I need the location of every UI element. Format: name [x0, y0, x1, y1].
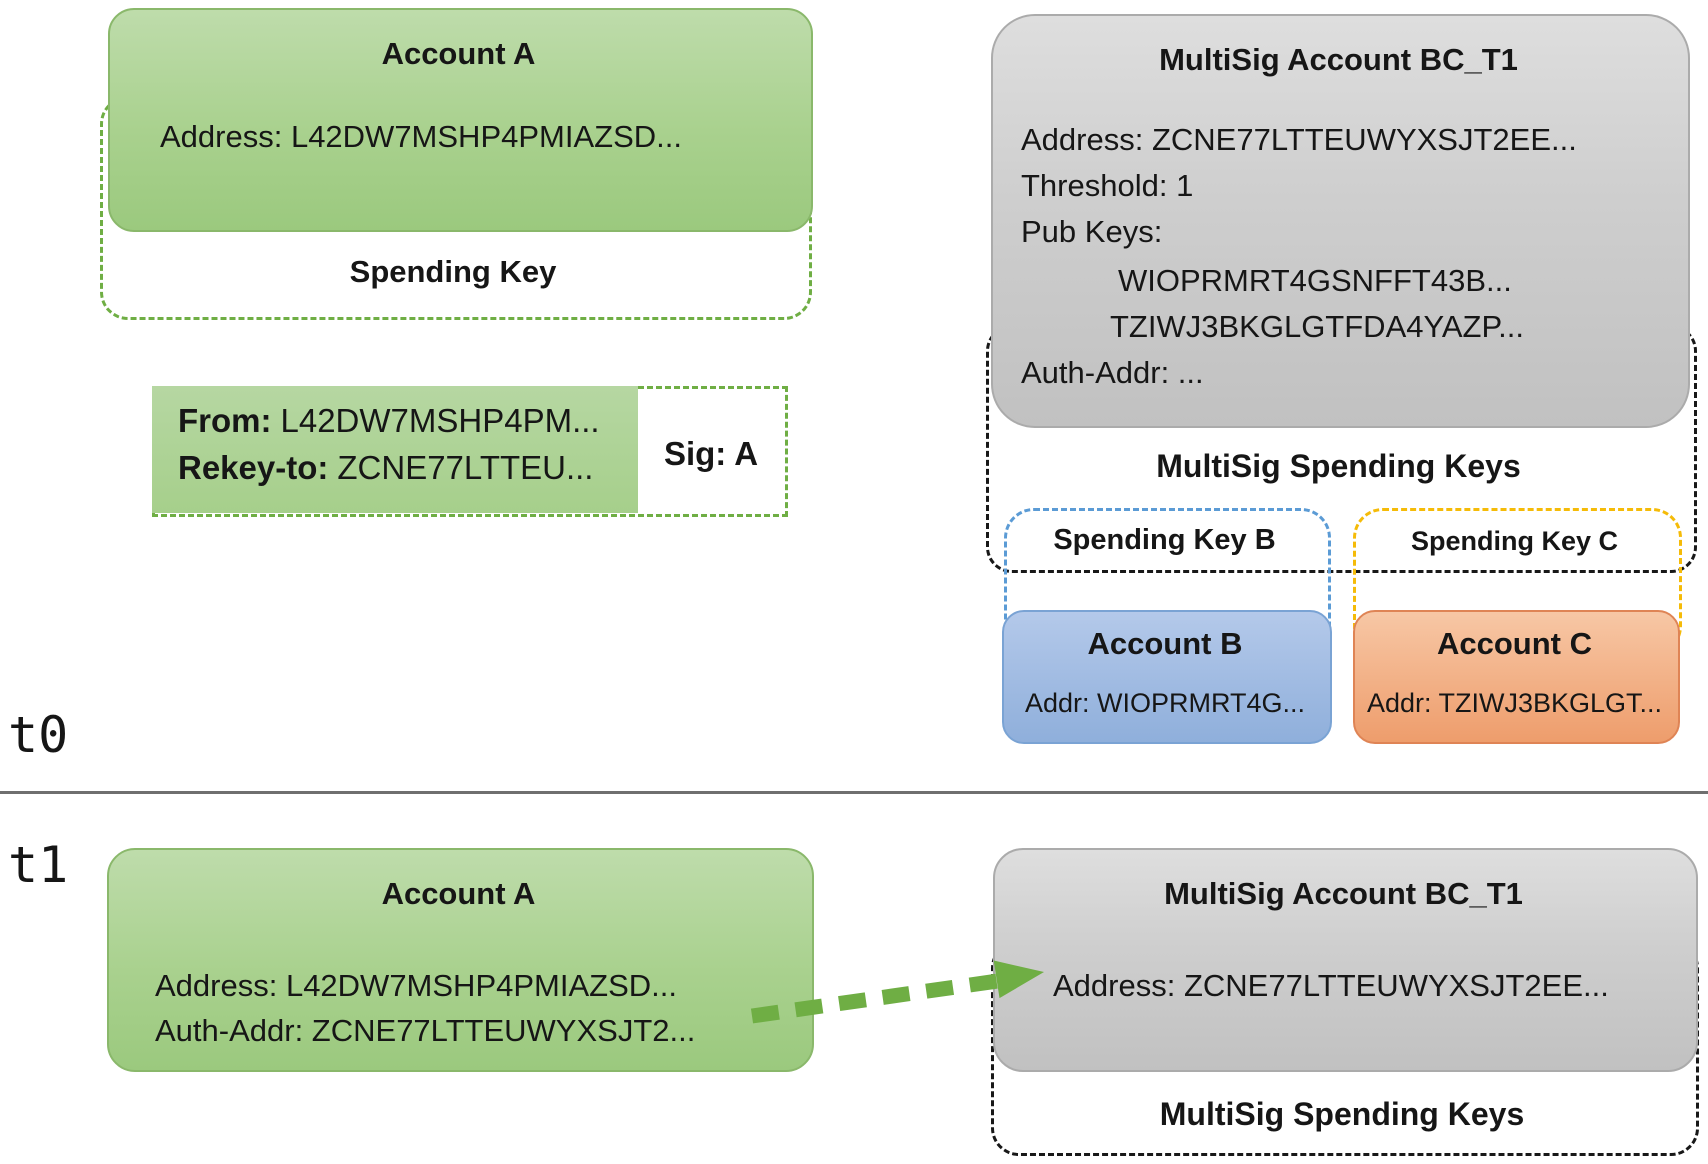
multisig-account-title-t0: MultiSig Account BC_T1	[1159, 42, 1518, 77]
multisig-pubkey-2: TZIWJ3BKGLGTFDA4YAZP...	[1110, 309, 1524, 344]
multisig-address-t1: Address: ZCNE77LTTEUWYXSJT2EE...	[1053, 968, 1609, 1003]
spending-key-b-label: Spending Key B	[1053, 524, 1276, 556]
rekey-txn-green-box	[152, 386, 638, 513]
account-a-title-t1: Account A	[381, 876, 536, 911]
spending-key-a-label: Spending Key	[349, 254, 557, 289]
from-value: L42DW7MSHP4PM...	[280, 402, 600, 439]
account-b-title: Account B	[1087, 626, 1243, 661]
rekey-to-label: Rekey-to:	[178, 449, 329, 486]
sig-a-label: Sig: A	[663, 435, 759, 472]
account-a-title-t0: Account A	[381, 36, 536, 71]
multisig-account-box-t0	[991, 14, 1690, 428]
multisig-account-box-t1	[993, 848, 1698, 1072]
rekey-txn-from-line: From:L42DW7MSHP4PM...	[178, 400, 600, 442]
multisig-pubkey-1: WIOPRMRT4GSNFFT43B...	[1118, 263, 1512, 298]
account-a-box-t0	[108, 8, 813, 232]
multisig-account-title-t1: MultiSig Account BC_T1	[1164, 876, 1523, 911]
multisig-spending-keys-label-t0: MultiSig Spending Keys	[1156, 448, 1521, 484]
multisig-auth-addr-t0: Auth-Addr: ...	[1021, 355, 1204, 390]
rekey-to-value: ZCNE77LTTEU...	[337, 449, 594, 486]
multisig-address-t0: Address: ZCNE77LTTEUWYXSJT2EE...	[1021, 122, 1577, 157]
account-a-box-t1	[107, 848, 814, 1072]
account-a-address-t1: Address: L42DW7MSHP4PMIAZSD...	[155, 968, 677, 1003]
multisig-threshold: Threshold: 1	[1021, 168, 1194, 203]
account-b-box	[1002, 610, 1332, 744]
t0-label: t0	[8, 706, 69, 764]
from-label: From:	[178, 402, 272, 439]
t1-label: t1	[8, 836, 69, 894]
account-a-auth-addr-t1: Auth-Addr: ZCNE77LTTEUWYXSJT2...	[155, 1013, 696, 1048]
account-c-title: Account C	[1437, 626, 1592, 661]
account-a-address-t0: Address: L42DW7MSHP4PMIAZSD...	[160, 119, 682, 154]
multisig-spending-keys-label-t1: MultiSig Spending Keys	[1159, 1096, 1525, 1132]
spending-key-c-label: Spending Key C	[1410, 526, 1619, 556]
timeline-divider	[0, 791, 1708, 794]
account-c-addr: Addr: TZIWJ3BKGLGT...	[1366, 688, 1663, 718]
account-c-box	[1353, 610, 1680, 744]
account-b-addr: Addr: WIOPRMRT4G...	[1024, 688, 1306, 718]
rekey-txn-rekey-line: Rekey-to:ZCNE77LTTEU...	[178, 447, 593, 489]
multisig-pubkeys-label: Pub Keys:	[1021, 214, 1163, 249]
